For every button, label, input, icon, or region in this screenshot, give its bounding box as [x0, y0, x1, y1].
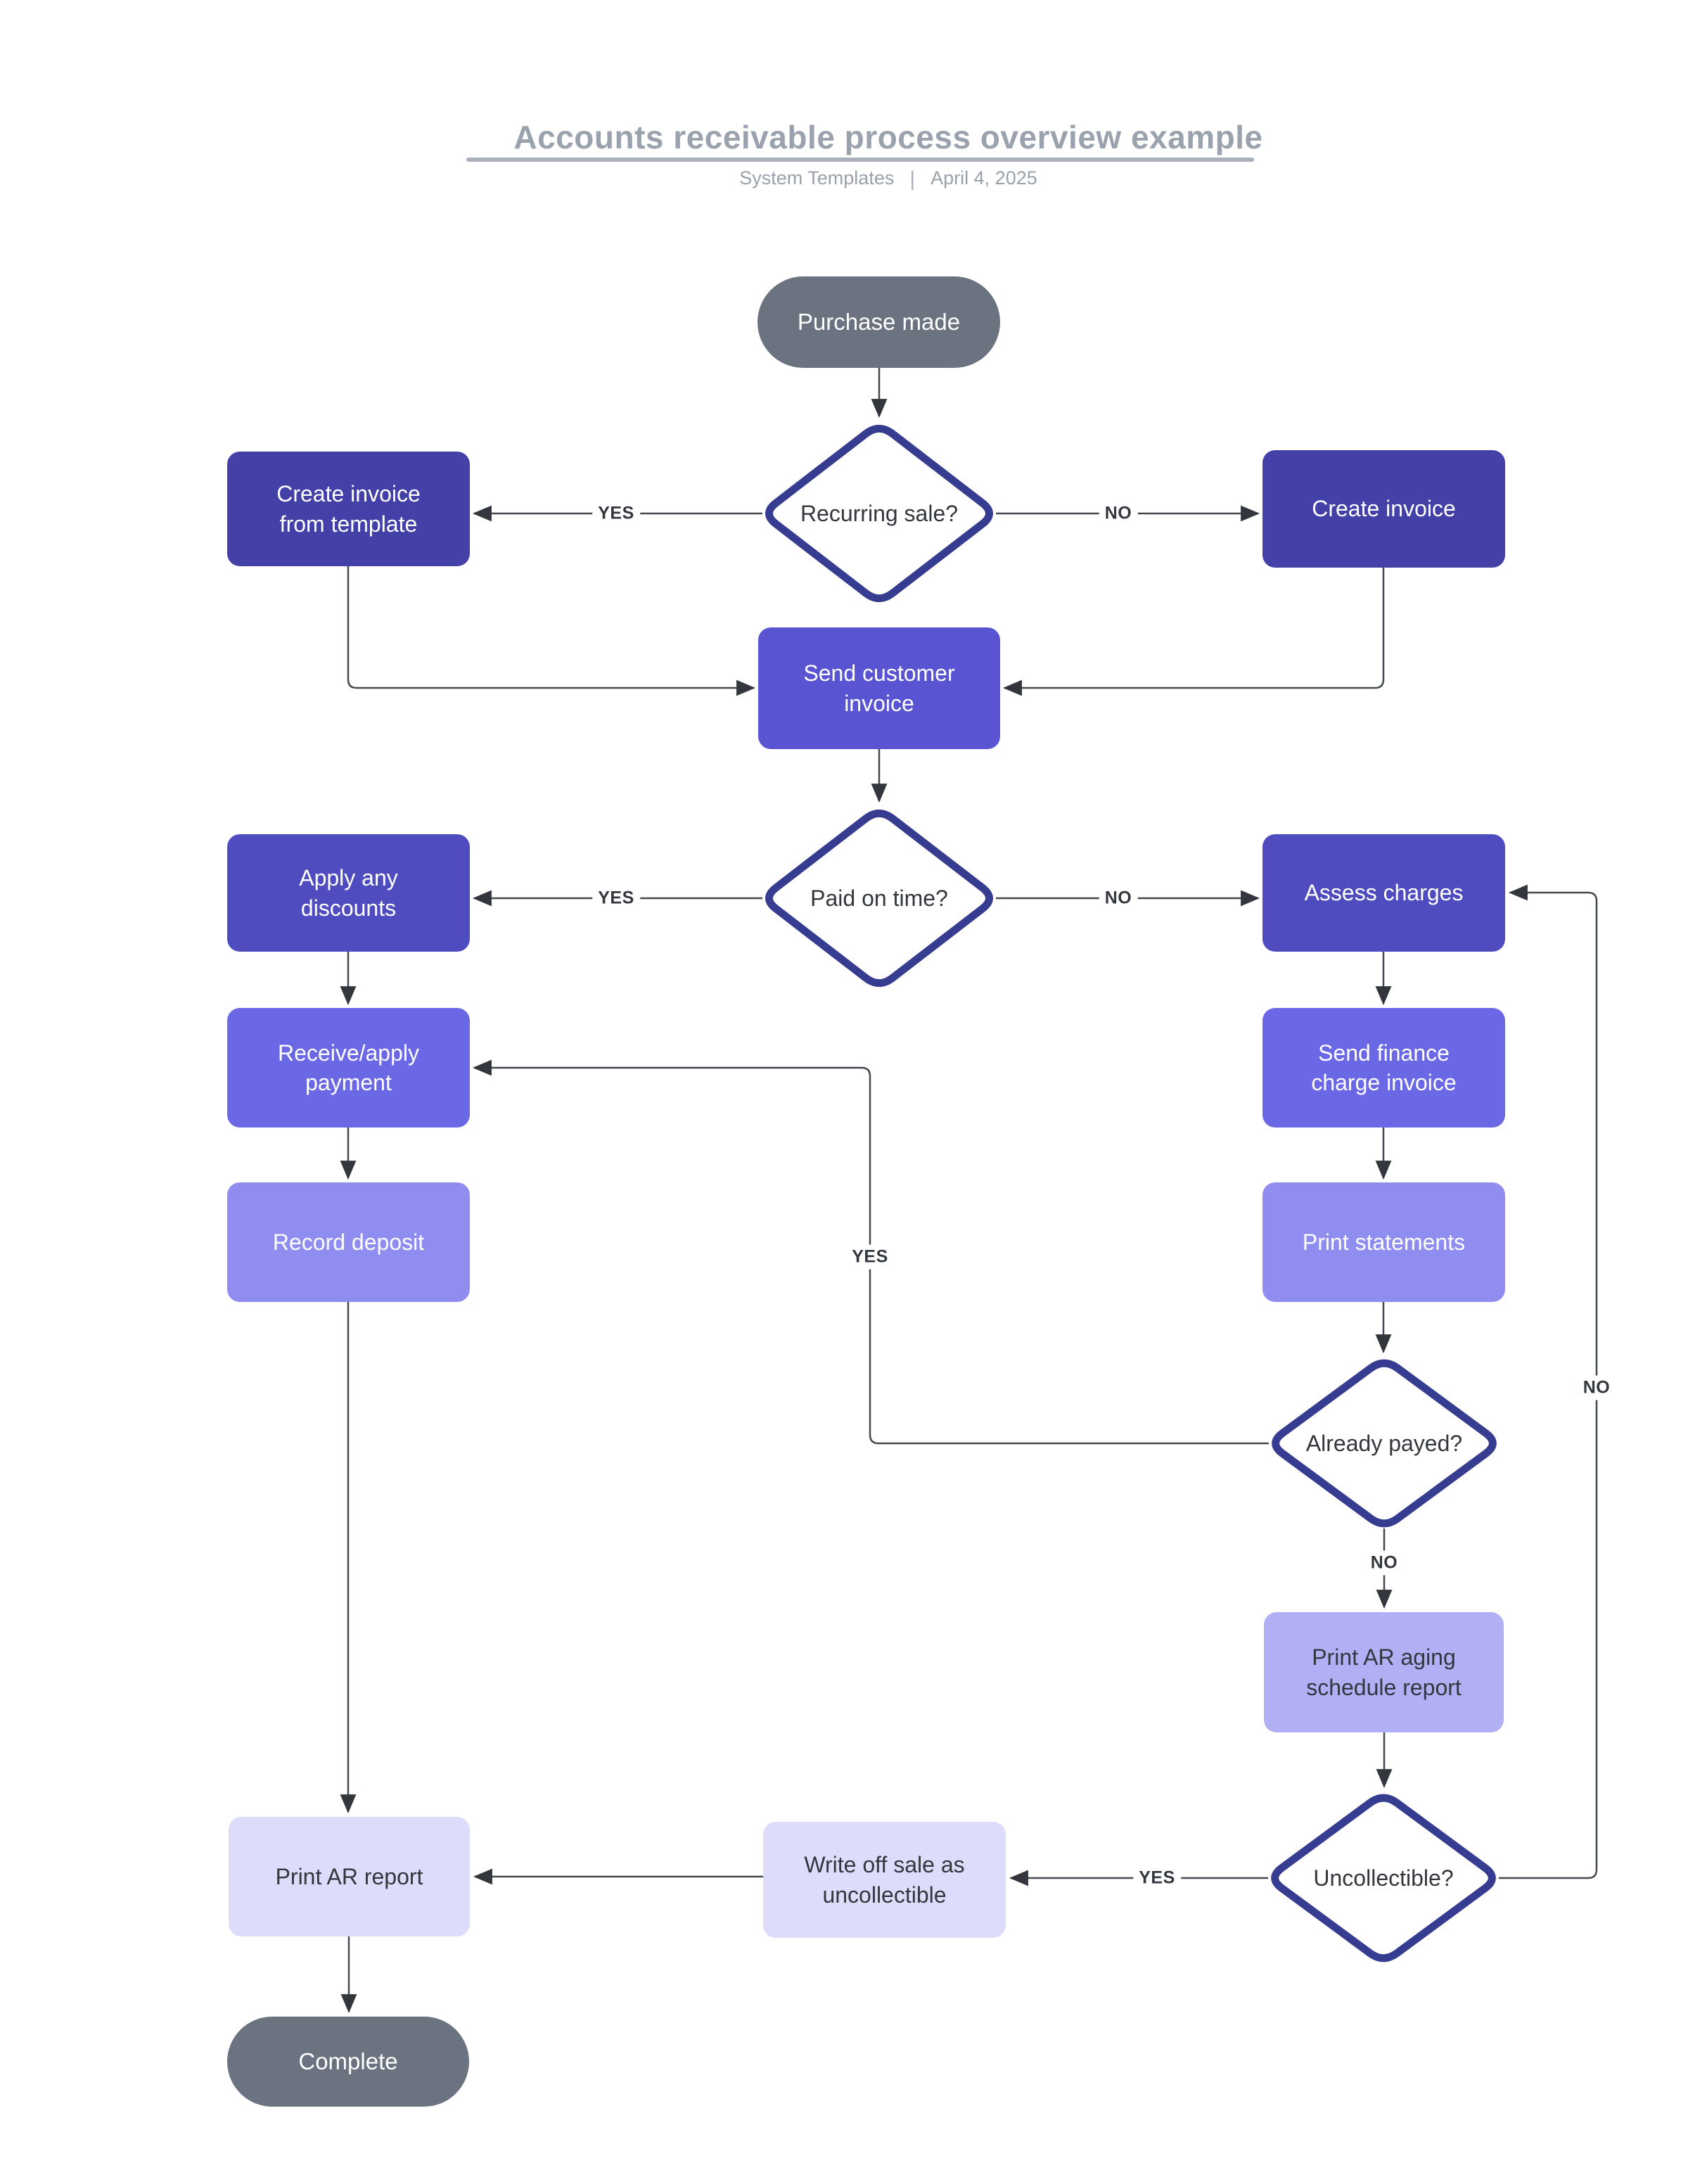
edge-label-recurring-yes: YES	[592, 501, 640, 526]
edge-label-payed-yes: YES	[846, 1244, 894, 1270]
title-underline	[466, 158, 1254, 162]
node-purchase-made: Purchase made	[757, 276, 1000, 368]
decision-already-payed-label: Already payed?	[1305, 1430, 1463, 1456]
edge-label-uncollectible-no: NO	[1577, 1375, 1616, 1400]
node-complete: Complete	[227, 2017, 469, 2107]
page-title: Accounts receivable process overview exa…	[513, 119, 1263, 155]
decision-recurring-sale-label: Recurring sale?	[800, 500, 959, 526]
subtitle-date: April 4, 2025	[931, 167, 1037, 189]
decision-recurring-sale-shape	[765, 424, 993, 603]
node-apply-any-discounts: Apply any discounts	[227, 834, 470, 952]
edge-label-payed-no: NO	[1364, 1550, 1404, 1576]
node-create-invoice-from-template: Create invoice from template	[227, 452, 470, 566]
decision-already-payed-shape	[1272, 1359, 1497, 1528]
edge-template-to-send	[347, 566, 756, 696]
decision-uncollectible-shape	[1271, 1794, 1496, 1962]
edge-label-uncollectible-yes: YES	[1133, 1865, 1181, 1891]
edge-label-paid-no: NO	[1099, 886, 1138, 911]
node-send-customer-invoice: Send customer invoice	[758, 627, 1000, 749]
decision-paid-on-time-shape	[765, 809, 993, 988]
decision-uncollectible-label: Uncollectible?	[1313, 1865, 1454, 1891]
node-assess-charges: Assess charges	[1262, 834, 1505, 952]
subtitle-divider: |	[909, 167, 916, 191]
node-create-invoice: Create invoice	[1262, 450, 1505, 568]
decision-paid-on-time-label: Paid on time?	[810, 885, 948, 911]
edge-create-to-send	[1002, 568, 1385, 696]
node-print-statements: Print statements	[1262, 1182, 1505, 1302]
edge-label-recurring-no: NO	[1099, 501, 1138, 526]
node-receive-apply-payment: Receive/apply payment	[227, 1008, 470, 1128]
node-record-deposit: Record deposit	[227, 1182, 470, 1302]
node-send-finance-charge-invoice: Send finance charge invoice	[1262, 1008, 1505, 1128]
subtitle-byline: System Templates	[739, 167, 895, 189]
node-print-ar-aging-schedule-report: Print AR aging schedule report	[1264, 1612, 1504, 1732]
node-write-off-sale: Write off sale as uncollectible	[763, 1822, 1006, 1938]
node-print-ar-report: Print AR report	[229, 1817, 470, 1936]
subtitle: System Templates | April 4, 2025	[0, 167, 1688, 191]
edge-label-paid-yes: YES	[592, 886, 640, 911]
